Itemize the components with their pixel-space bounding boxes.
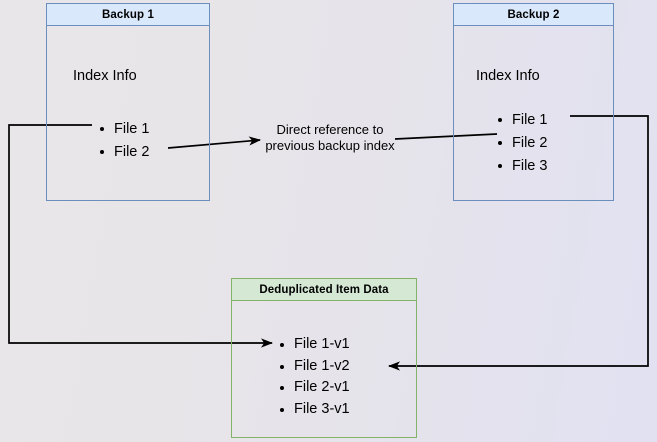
bullet-icon — [280, 407, 284, 412]
list-item: File 1 — [498, 109, 547, 132]
node-backup-2-item-list: File 1 File 2 File 3 — [498, 109, 547, 178]
list-item: File 1-v1 — [280, 334, 350, 356]
list-item-label: File 1-v1 — [294, 336, 350, 352]
node-backup-1[interactable]: Backup 1 Index Info File 1 File 2 — [46, 3, 210, 201]
node-backup-1-subtitle: Index Info — [73, 68, 137, 84]
node-backup-2-title: Backup 2 — [454, 4, 613, 26]
list-item-label: File 2 — [114, 144, 150, 160]
list-item: File 2-v1 — [280, 377, 350, 399]
bullet-icon — [280, 364, 284, 369]
node-backup-1-item-list: File 1 File 2 — [100, 118, 149, 164]
node-deduplicated-item-data[interactable]: Deduplicated Item Data File 1-v1 File 1-… — [231, 278, 417, 438]
edge-label-line-1: Direct reference to — [276, 122, 384, 137]
edge-label-direct-reference: Direct reference to previous backup inde… — [262, 122, 398, 154]
node-backup-1-body: Index Info File 1 File 2 — [47, 26, 209, 200]
bullet-icon — [100, 127, 104, 131]
list-item: File 2 — [498, 132, 547, 155]
list-item-label: File 3 — [512, 158, 548, 174]
list-item: File 2 — [100, 141, 149, 164]
list-item: File 1-v2 — [280, 356, 350, 378]
bullet-icon — [498, 118, 502, 122]
node-backup-2[interactable]: Backup 2 Index Info File 1 File 2 File 3 — [453, 3, 614, 201]
list-item-label: File 3-v1 — [294, 400, 350, 417]
bullet-icon — [280, 386, 284, 390]
list-item-label: File 2-v1 — [294, 379, 350, 395]
bullet-icon — [498, 141, 502, 145]
node-deduplicated-item-data-item-list: File 1-v1 File 1-v2 File 2-v1 File 3-v1 — [280, 334, 350, 420]
node-backup-2-body: Index Info File 1 File 2 File 3 — [454, 26, 613, 200]
list-item: File 1 — [100, 118, 149, 141]
list-item-label: File 1-v2 — [294, 357, 350, 374]
node-deduplicated-item-data-title: Deduplicated Item Data — [232, 279, 416, 301]
node-deduplicated-item-data-body: File 1-v1 File 1-v2 File 2-v1 File 3-v1 — [232, 301, 416, 437]
node-backup-1-title: Backup 1 — [47, 4, 209, 26]
bullet-icon — [498, 164, 502, 168]
list-item-label: File 1 — [512, 112, 548, 128]
list-item-label: File 2 — [512, 135, 548, 151]
list-item-label: File 1 — [114, 121, 150, 137]
list-item: File 3-v1 — [280, 399, 350, 421]
bullet-icon — [100, 150, 104, 154]
edge-label-line-2: previous backup index — [265, 138, 395, 153]
list-item: File 3 — [498, 155, 547, 178]
node-backup-2-subtitle: Index Info — [476, 68, 540, 84]
bullet-icon — [280, 343, 284, 347]
